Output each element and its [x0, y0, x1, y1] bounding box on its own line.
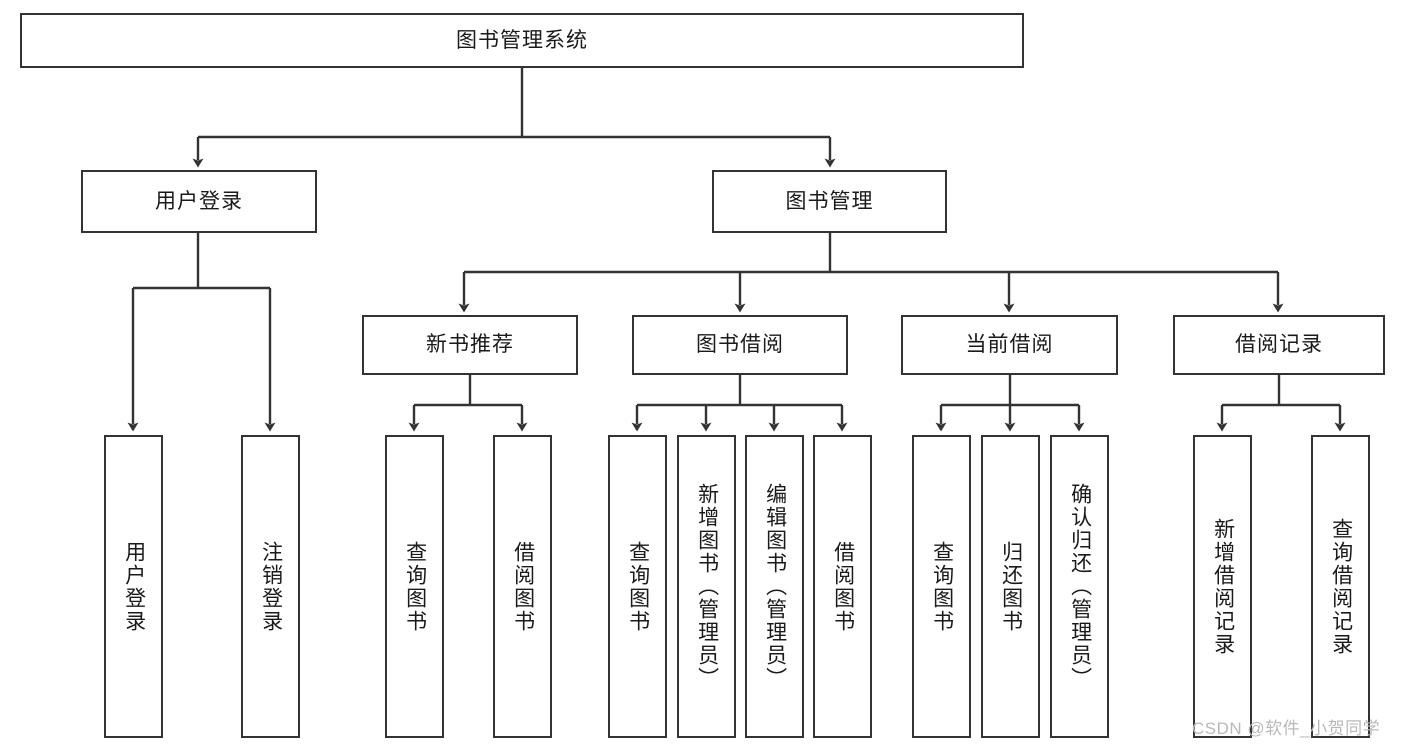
node-leaf-borrow-book-1[interactable]: 借阅图书: [493, 435, 552, 738]
node-label: 当前借阅: [965, 333, 1054, 357]
node-leaf-return-book[interactable]: 归还图书: [981, 435, 1040, 738]
node-label: 图书管理系统: [456, 28, 588, 52]
node-book-manage[interactable]: 图书管理: [712, 170, 947, 233]
node-label: 借阅记录: [1235, 333, 1323, 357]
node-label: 用户登录: [155, 189, 243, 213]
node-new-book-recommend[interactable]: 新书推荐: [362, 315, 578, 375]
csdn-watermark: CSDN @软件_小贺同学: [1192, 719, 1381, 738]
node-leaf-query-borrow-record[interactable]: 查询借阅记录: [1311, 435, 1370, 738]
node-label: 图书借阅: [696, 333, 784, 357]
node-leaf-add-book-admin[interactable]: 新增图书（管理员）: [677, 435, 736, 738]
node-label: 查询图书: [403, 540, 427, 633]
node-label: 查询图书: [930, 540, 954, 633]
node-leaf-borrow-book-2[interactable]: 借阅图书: [813, 435, 872, 738]
node-label: 注销登录: [259, 540, 283, 633]
node-label: 查询借阅记录: [1329, 517, 1353, 656]
node-book-borrow[interactable]: 图书借阅: [632, 315, 848, 375]
node-current-borrow[interactable]: 当前借阅: [901, 315, 1118, 375]
node-user-login[interactable]: 用户登录: [81, 170, 317, 233]
node-label: 编辑图书（管理员）: [763, 483, 787, 690]
node-label: 归还图书: [999, 540, 1023, 633]
node-label: 图书管理: [785, 189, 874, 213]
node-leaf-confirm-return-admin[interactable]: 确认归还（管理员）: [1050, 435, 1109, 738]
node-root-system[interactable]: 图书管理系统: [20, 13, 1024, 68]
node-label: 借阅图书: [831, 540, 855, 633]
node-label: 新增借阅记录: [1211, 517, 1235, 656]
node-leaf-query-book-2[interactable]: 查询图书: [608, 435, 667, 738]
node-leaf-add-borrow-record[interactable]: 新增借阅记录: [1193, 435, 1252, 738]
node-borrow-record[interactable]: 借阅记录: [1173, 315, 1385, 375]
node-label: 新增图书（管理员）: [695, 483, 719, 690]
node-label: 查询图书: [626, 540, 650, 633]
node-leaf-user-login[interactable]: 用户登录: [104, 435, 163, 738]
node-label: 借阅图书: [511, 540, 535, 633]
node-leaf-logout-login[interactable]: 注销登录: [241, 435, 300, 738]
node-leaf-query-book-3[interactable]: 查询图书: [912, 435, 971, 738]
node-leaf-query-book-1[interactable]: 查询图书: [385, 435, 444, 738]
node-label: 确认归还（管理员）: [1068, 483, 1092, 690]
node-leaf-edit-book-admin[interactable]: 编辑图书（管理员）: [745, 435, 804, 738]
node-label: 用户登录: [122, 540, 146, 633]
node-label: 新书推荐: [426, 333, 514, 357]
